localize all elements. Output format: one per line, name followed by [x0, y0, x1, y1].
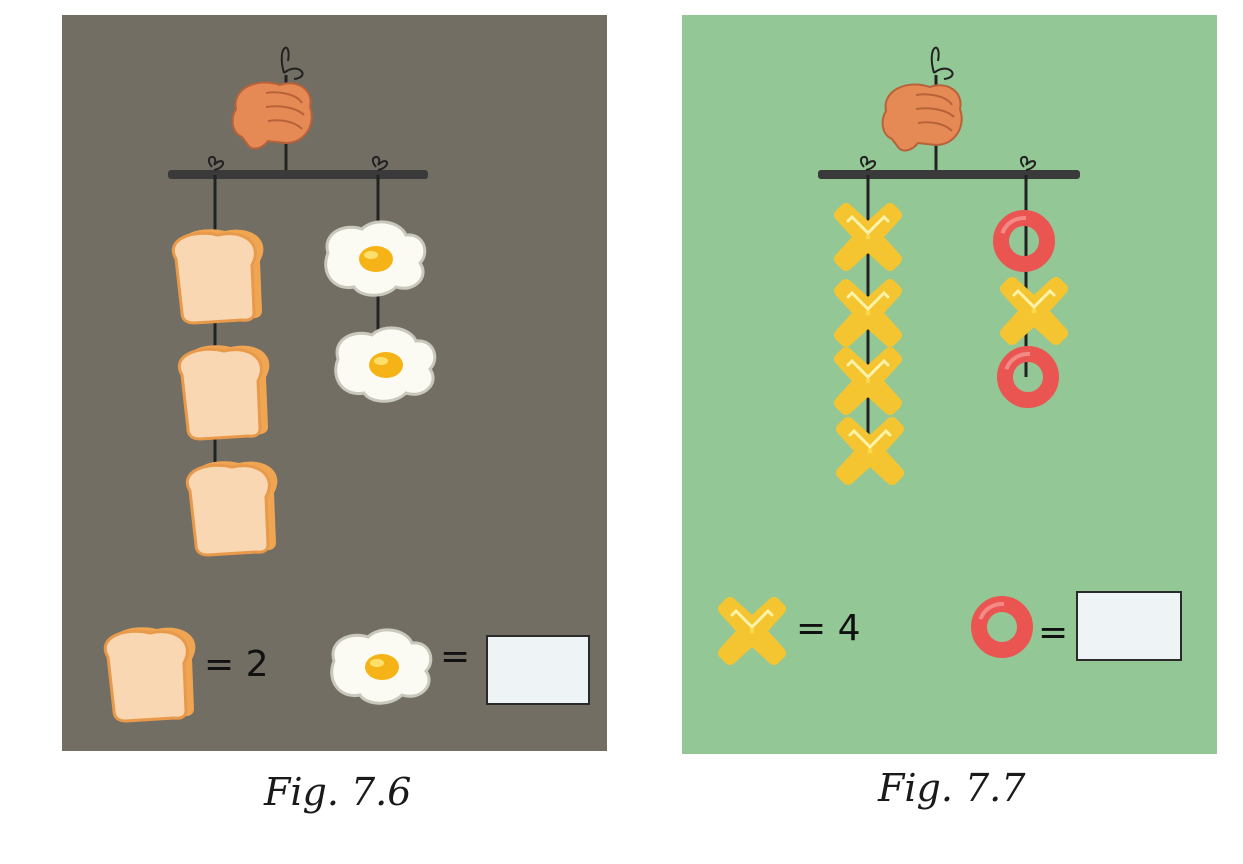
figure-7-6-panel: = 2 =: [62, 15, 607, 751]
hanging-mobile-bread-egg: [62, 15, 607, 751]
bread-slice-icon: [171, 227, 265, 325]
equation-known-text: = 4: [796, 608, 861, 649]
hand-icon: [881, 83, 963, 152]
hanging-bar: [168, 170, 428, 179]
answer-box[interactable]: [486, 635, 590, 705]
equation-unknown-text: =: [440, 636, 471, 677]
equation-known-text: = 2: [204, 644, 269, 685]
figure-caption: Fig. 7.6: [264, 770, 412, 814]
hand-icon: [231, 81, 313, 150]
string-loop: [930, 46, 954, 80]
figure-caption: Fig. 7.7: [878, 766, 1026, 810]
bread-slice-icon: [103, 625, 197, 723]
hanging-bar: [818, 170, 1080, 179]
string-loop: [280, 46, 304, 80]
bread-slice-icon: [185, 459, 279, 557]
equation-unknown-text: =: [1038, 612, 1069, 653]
figure-7-7-panel: = 4 =: [682, 15, 1217, 754]
answer-box[interactable]: [1076, 591, 1182, 661]
bread-slice-icon: [177, 343, 271, 441]
